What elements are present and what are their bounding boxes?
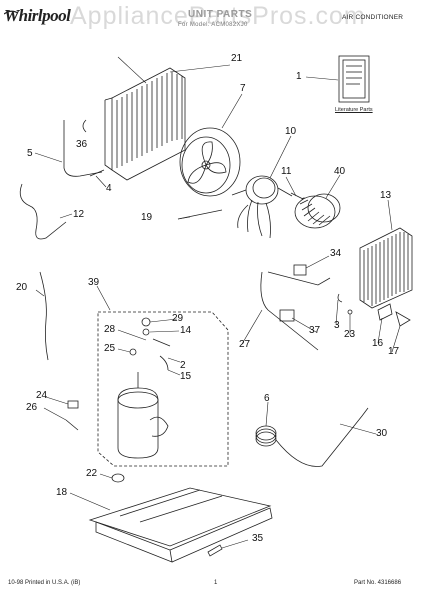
part-25: [129, 348, 137, 356]
blower-wheel: [294, 193, 341, 229]
category-label: AIR CONDITIONER: [342, 14, 404, 21]
footer-print-info: 10-98 Printed in U.S.A. (iB): [8, 580, 81, 586]
tubing-27b: [267, 271, 331, 286]
callout-18: 18: [56, 487, 68, 498]
part-15: [159, 355, 169, 371]
callout-6: 6: [264, 393, 270, 404]
callout-2: 2: [180, 360, 186, 371]
footer-page-number: 1: [214, 580, 218, 586]
part-4: [89, 169, 105, 177]
part-16: [377, 303, 393, 321]
callout-39: 39: [88, 277, 100, 288]
compressor-group-box: [97, 311, 229, 467]
part-3: [337, 293, 343, 303]
evaporator-coil: [359, 227, 413, 309]
part-35: [207, 544, 223, 557]
compressor: [117, 372, 169, 459]
callout-24: 24: [36, 390, 48, 401]
watermark-text: AppliancePartsPros.com: [70, 2, 366, 30]
callout-17: 17: [388, 346, 400, 357]
callout-13: 13: [380, 190, 392, 201]
callout-23: 23: [344, 329, 356, 340]
callout-5: 5: [27, 148, 33, 159]
callout-14: 14: [180, 325, 192, 336]
callout-21: 21: [231, 53, 243, 64]
footer-part-number: Part No. 4316686: [354, 580, 402, 586]
callout-4: 4: [106, 183, 112, 194]
callout-34: 34: [330, 248, 342, 259]
tubing-12: [19, 183, 67, 240]
tubing-27: [260, 271, 319, 351]
fan-blade: [179, 127, 241, 197]
callout-27: 27: [239, 339, 251, 350]
page-title: UNIT PARTS: [188, 9, 253, 20]
callout-15: 15: [180, 371, 192, 382]
callout-29: 29: [172, 313, 184, 324]
wire-harness-20: [39, 271, 49, 361]
callout-28: 28: [104, 324, 116, 335]
callout-20: 20: [16, 282, 28, 293]
part-14: [142, 328, 150, 336]
literature-booklet: [338, 55, 370, 103]
part-17: [395, 311, 411, 327]
part-29: [141, 317, 151, 327]
callout-37: 37: [309, 325, 321, 336]
condenser-coil: [104, 67, 186, 181]
callout-12: 12: [73, 209, 85, 220]
part-23: [347, 309, 353, 315]
fan-motor: [231, 175, 293, 239]
part-28: [152, 338, 171, 347]
part-22: [111, 473, 125, 483]
capillary-coil: [255, 407, 369, 467]
callout-35: 35: [252, 533, 264, 544]
callout-1: 1: [296, 71, 302, 82]
page-subtitle: For Model: ACM082XJ0: [178, 22, 248, 28]
tubing-5: [63, 120, 103, 177]
callout-40: 40: [334, 166, 346, 177]
literature-parts-label: Literature Parts: [335, 107, 373, 113]
callout-10: 10: [285, 126, 297, 137]
brand-logo: Whirlpool: [4, 6, 71, 25]
callout-19: 19: [141, 212, 153, 223]
callout-36: 36: [76, 139, 88, 150]
callout-25: 25: [104, 343, 116, 354]
brand-logo-mark: [3, 2, 19, 15]
callout-3: 3: [334, 320, 340, 331]
clip-36: [82, 119, 87, 133]
part-37: [279, 309, 295, 322]
base-pan: [88, 487, 273, 563]
callout-26: 26: [26, 402, 38, 413]
part-26: [65, 419, 79, 431]
callout-30: 30: [376, 428, 388, 439]
part-24: [67, 400, 79, 409]
part-34: [293, 264, 307, 276]
callout-11: 11: [281, 166, 292, 177]
callout-16: 16: [372, 338, 384, 349]
callout-7: 7: [240, 83, 246, 94]
callout-22: 22: [86, 468, 98, 479]
